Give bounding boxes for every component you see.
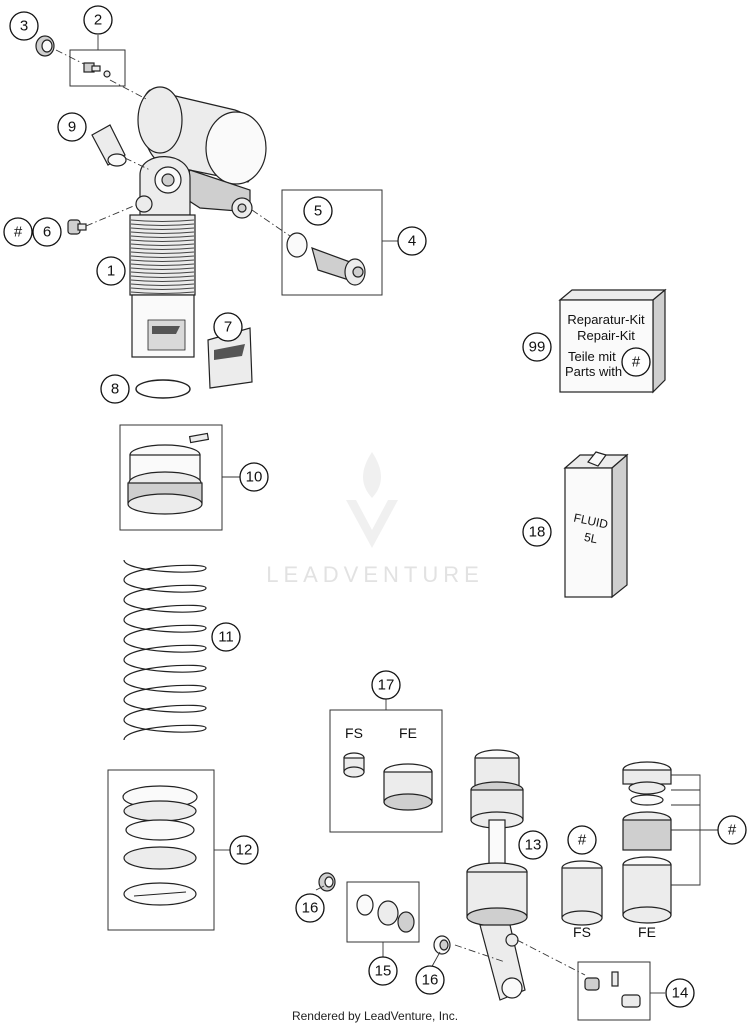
callout-9[interactable]: 9 xyxy=(57,112,87,142)
label-fe-13: FE xyxy=(638,924,656,940)
part-14-bleed-group xyxy=(577,961,651,1021)
svg-text:12: 12 xyxy=(236,842,253,859)
label-fs-13: FS xyxy=(573,924,591,940)
kit-line-2: Repair-Kit xyxy=(577,328,635,343)
label-fs-17: FS xyxy=(345,725,363,741)
part-13-damper-rod xyxy=(466,749,528,1001)
callout-13[interactable]: 13 xyxy=(518,830,548,860)
svg-text:#: # xyxy=(14,224,23,241)
callout-16-lower[interactable]: 16 xyxy=(415,965,445,995)
callout-8[interactable]: 8 xyxy=(100,374,130,404)
svg-text:5: 5 xyxy=(314,203,322,220)
footer-credit: Rendered by LeadVenture, Inc. xyxy=(292,1009,458,1023)
callout-hash-right[interactable]: # xyxy=(717,815,747,845)
svg-text:15: 15 xyxy=(375,963,392,980)
svg-text:13: 13 xyxy=(525,837,542,854)
svg-text:10: 10 xyxy=(246,469,263,486)
callout-7[interactable]: 7 xyxy=(213,312,243,342)
part-12-spring-seats xyxy=(107,769,215,931)
svg-text:17: 17 xyxy=(378,677,395,694)
svg-text:4: 4 xyxy=(408,233,416,250)
svg-text:7: 7 xyxy=(224,319,232,336)
svg-text:14: 14 xyxy=(672,985,689,1002)
svg-text:#: # xyxy=(632,354,641,371)
svg-text:1: 1 xyxy=(107,263,115,280)
svg-text:6: 6 xyxy=(43,224,51,241)
part-2-valve-group xyxy=(69,49,126,87)
callout-3[interactable]: 3 xyxy=(9,11,39,41)
fluid-line-2: 5L xyxy=(583,530,599,547)
svg-text:9: 9 xyxy=(68,119,76,136)
part-15-seal-group xyxy=(346,881,420,943)
watermark-logo-icon xyxy=(346,452,398,548)
part-16-washer-lower xyxy=(433,935,451,955)
callout-99[interactable]: 99 xyxy=(522,332,552,362)
callout-15[interactable]: 15 xyxy=(368,956,398,986)
callout-12[interactable]: 12 xyxy=(229,835,259,865)
part-8-snap-ring xyxy=(135,379,191,399)
callout-hash-main[interactable]: # xyxy=(3,217,33,247)
part-17-piston-group: FS FE xyxy=(329,709,443,833)
svg-text:16: 16 xyxy=(422,972,439,989)
svg-text:#: # xyxy=(578,832,587,849)
svg-text:11: 11 xyxy=(218,629,234,646)
part-6-plug xyxy=(67,219,87,235)
svg-text:2: 2 xyxy=(94,12,102,29)
part-3-cap xyxy=(35,35,55,57)
callout-1[interactable]: 1 xyxy=(96,256,126,286)
callout-hash-13[interactable]: # xyxy=(567,825,597,855)
callout-4[interactable]: 4 xyxy=(397,226,427,256)
svg-text:3: 3 xyxy=(20,18,28,35)
label-fe-17: FE xyxy=(399,725,417,741)
svg-text:18: 18 xyxy=(529,524,546,541)
watermark: LEADVENTURE xyxy=(266,452,484,587)
part-4-valve-group xyxy=(281,189,383,296)
svg-text:#: # xyxy=(728,822,737,839)
part-10-adjuster-group xyxy=(119,424,223,531)
repair-kit-box: Reparatur-Kit Repair-Kit Teile mit Parts… xyxy=(558,288,667,394)
part-7-sticker xyxy=(207,327,253,389)
svg-text:8: 8 xyxy=(111,381,119,398)
callout-11[interactable]: 11 xyxy=(211,622,241,652)
callout-5[interactable]: 5 xyxy=(303,196,333,226)
fs-fe-valves-right: FS FE xyxy=(561,761,718,940)
part-16-washer-upper xyxy=(318,872,336,892)
kit-line-3: Teile mit xyxy=(568,349,616,364)
kit-line-1: Reparatur-Kit xyxy=(567,312,645,327)
callout-hash-kit[interactable]: # xyxy=(621,347,651,377)
kit-line-4: Parts with xyxy=(565,364,622,379)
callout-6[interactable]: 6 xyxy=(32,217,62,247)
callout-14[interactable]: 14 xyxy=(665,978,695,1008)
callout-17[interactable]: 17 xyxy=(371,670,401,700)
fluid-can: FLUID 5L xyxy=(563,451,629,599)
watermark-text: LEADVENTURE xyxy=(266,562,484,587)
body-threads xyxy=(130,219,195,294)
part-11-spring xyxy=(123,559,207,741)
callout-16-upper[interactable]: 16 xyxy=(295,893,325,923)
shock-absorber-assembly xyxy=(129,86,267,358)
callout-2[interactable]: 2 xyxy=(83,5,113,35)
part-9-bushing xyxy=(91,124,127,167)
svg-text:16: 16 xyxy=(302,900,319,917)
callout-10[interactable]: 10 xyxy=(239,462,269,492)
callout-18[interactable]: 18 xyxy=(522,517,552,547)
svg-text:99: 99 xyxy=(529,339,546,356)
